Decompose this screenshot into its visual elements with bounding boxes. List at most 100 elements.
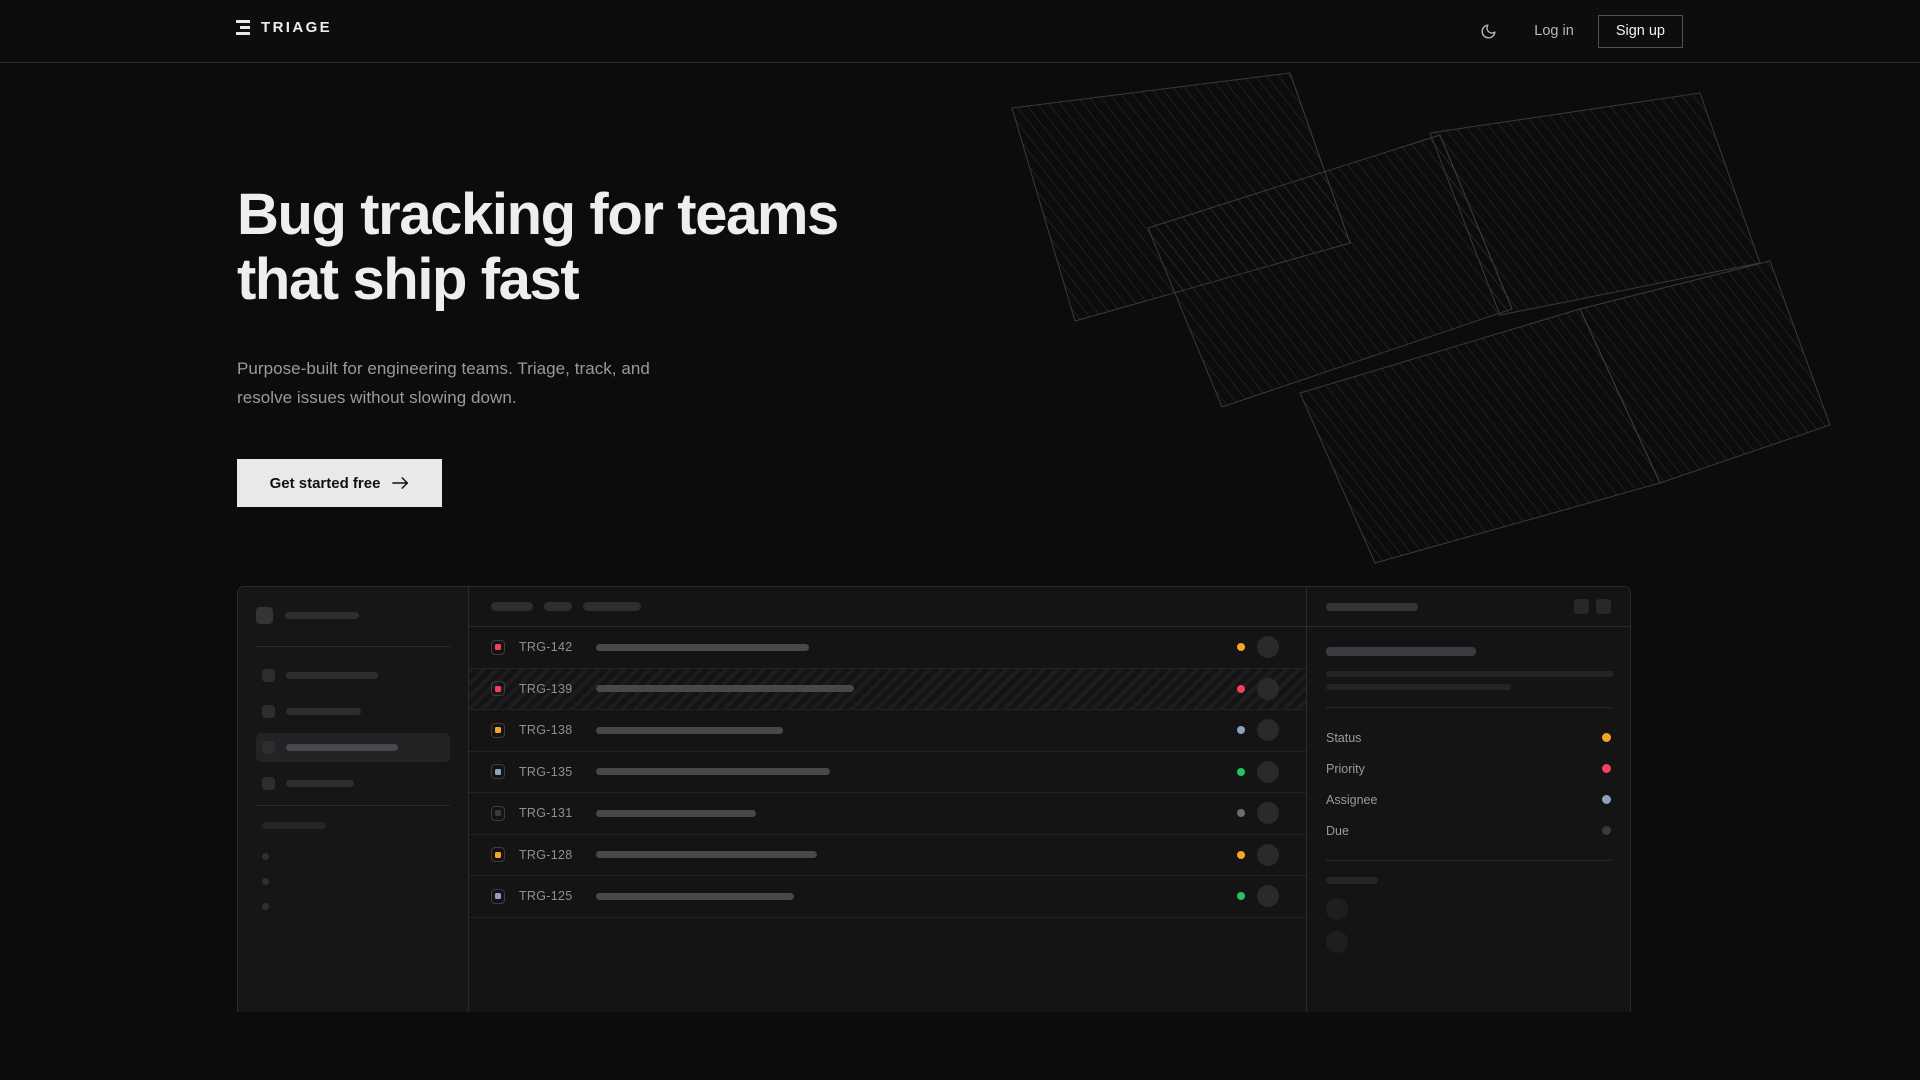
issue-id: TRG-139: [519, 681, 573, 696]
table-row[interactable]: TRG-125: [469, 876, 1306, 918]
mockup-sidebar: [238, 587, 469, 1012]
sidebar-sub-list: [256, 844, 450, 919]
cta-label: Get started free: [269, 474, 381, 492]
top-navigation-bar: TRIAGE Log in Sign up: [0, 0, 1920, 63]
avatar: [1257, 760, 1279, 783]
toolbar-control-2[interactable]: [583, 602, 641, 611]
detail-footer-divider: [1326, 860, 1611, 861]
detail-description-line-0: [1326, 671, 1614, 677]
priority-badge: [491, 681, 505, 697]
sidebar-nav-list: [256, 661, 450, 798]
detail-field-value-dot: [1602, 826, 1611, 835]
issue-title-placeholder: [596, 685, 854, 693]
detail-panel-header: [1307, 587, 1630, 627]
sidebar-item-label: [286, 744, 398, 751]
sidebar-sub-item-2[interactable]: [256, 894, 450, 919]
detail-description-line-1: [1326, 684, 1511, 690]
status-dot: [1237, 643, 1245, 652]
detail-action-button-1[interactable]: [1596, 599, 1611, 614]
sidebar-item-icon: [262, 777, 275, 790]
sidebar-item-0[interactable]: [256, 661, 450, 690]
issue-list-toolbar: [469, 587, 1306, 627]
table-row[interactable]: TRG-142: [469, 627, 1306, 669]
status-dot: [1237, 809, 1245, 818]
subheadline-line-1: Purpose-built for engineering teams. Tri…: [237, 359, 650, 378]
arrow-right-icon: [392, 477, 409, 489]
toolbar-control-1[interactable]: [544, 602, 572, 611]
sidebar-item-3[interactable]: [256, 769, 450, 798]
detail-field-priority[interactable]: Priority: [1326, 753, 1611, 784]
priority-badge: [491, 805, 505, 821]
detail-field-status[interactable]: Status: [1326, 722, 1611, 753]
detail-comment-avatars: [1326, 898, 1611, 953]
avatar: [1257, 802, 1279, 825]
issue-title-placeholder: [596, 726, 783, 734]
get-started-button[interactable]: Get started free: [237, 459, 442, 507]
avatar: [1257, 636, 1279, 659]
issue-id: TRG-135: [519, 764, 573, 779]
avatar: [1257, 677, 1279, 700]
comment-avatar-0: [1326, 898, 1348, 920]
table-row[interactable]: TRG-135: [469, 752, 1306, 793]
detail-divider: [1326, 707, 1611, 708]
detail-field-value-dot: [1602, 733, 1611, 742]
moon-icon[interactable]: [1470, 12, 1506, 50]
table-row[interactable]: TRG-131: [469, 793, 1306, 835]
detail-field-label: Status: [1326, 730, 1362, 745]
table-row[interactable]: TRG-138: [469, 710, 1306, 752]
priority-badge: [491, 722, 505, 738]
issue-id: TRG-125: [519, 889, 573, 904]
detail-field-label: Priority: [1326, 761, 1365, 776]
detail-field-due[interactable]: Due: [1326, 815, 1611, 846]
table-row[interactable]: TRG-139: [469, 668, 1306, 710]
status-dot: [1237, 726, 1245, 735]
detail-title-placeholder: [1326, 647, 1476, 656]
brand-name: TRIAGE: [261, 19, 333, 36]
sidebar-item-2[interactable]: [256, 733, 450, 762]
issue-id: TRG-142: [519, 640, 573, 655]
status-dot: [1237, 767, 1245, 776]
status-dot: [1237, 684, 1245, 693]
workspace-switcher[interactable]: [256, 607, 450, 624]
issue-title-placeholder: [596, 892, 794, 900]
sidebar-section-label: [256, 820, 450, 837]
sidebar-divider-top: [256, 646, 450, 647]
priority-badge: [491, 888, 505, 904]
subheadline-line-2: resolve issues without slowing down.: [237, 387, 517, 407]
sidebar-item-icon: [262, 741, 275, 754]
headline-line-2: that ship fast: [237, 246, 580, 312]
detail-field-assignee[interactable]: Assignee: [1326, 784, 1611, 815]
detail-action-button-0[interactable]: [1574, 599, 1589, 614]
sidebar-sub-item-0[interactable]: [256, 844, 450, 869]
login-link[interactable]: Log in: [1534, 23, 1574, 39]
sidebar-item-1[interactable]: [256, 697, 450, 726]
brand-logo[interactable]: TRIAGE: [236, 19, 332, 36]
detail-description-placeholder: [1326, 671, 1614, 690]
detail-field-value-dot: [1602, 764, 1611, 773]
table-row[interactable]: TRG-128: [469, 835, 1306, 876]
sidebar-item-icon: [262, 669, 275, 682]
sidebar-divider-bottom: [256, 805, 450, 806]
avatar: [1257, 843, 1279, 866]
signup-button[interactable]: Sign up: [1597, 14, 1683, 48]
workspace-name-placeholder: [285, 612, 359, 619]
issue-id: TRG-138: [519, 723, 573, 738]
issue-title-placeholder: [596, 768, 830, 776]
stack-bars-icon: [236, 20, 250, 35]
sidebar-sub-item-dot: [262, 853, 269, 860]
issue-id: TRG-128: [519, 847, 573, 862]
sidebar-sub-item-dot: [262, 903, 269, 910]
detail-field-value-dot: [1602, 795, 1611, 804]
issue-id: TRG-131: [519, 806, 573, 821]
priority-badge: [491, 847, 505, 863]
sidebar-item-label: [286, 780, 354, 787]
sidebar-sub-item-dot: [262, 878, 269, 885]
detail-breadcrumb-placeholder: [1326, 602, 1418, 611]
toolbar-control-0[interactable]: [491, 602, 533, 611]
sidebar-sub-item-1[interactable]: [256, 869, 450, 894]
